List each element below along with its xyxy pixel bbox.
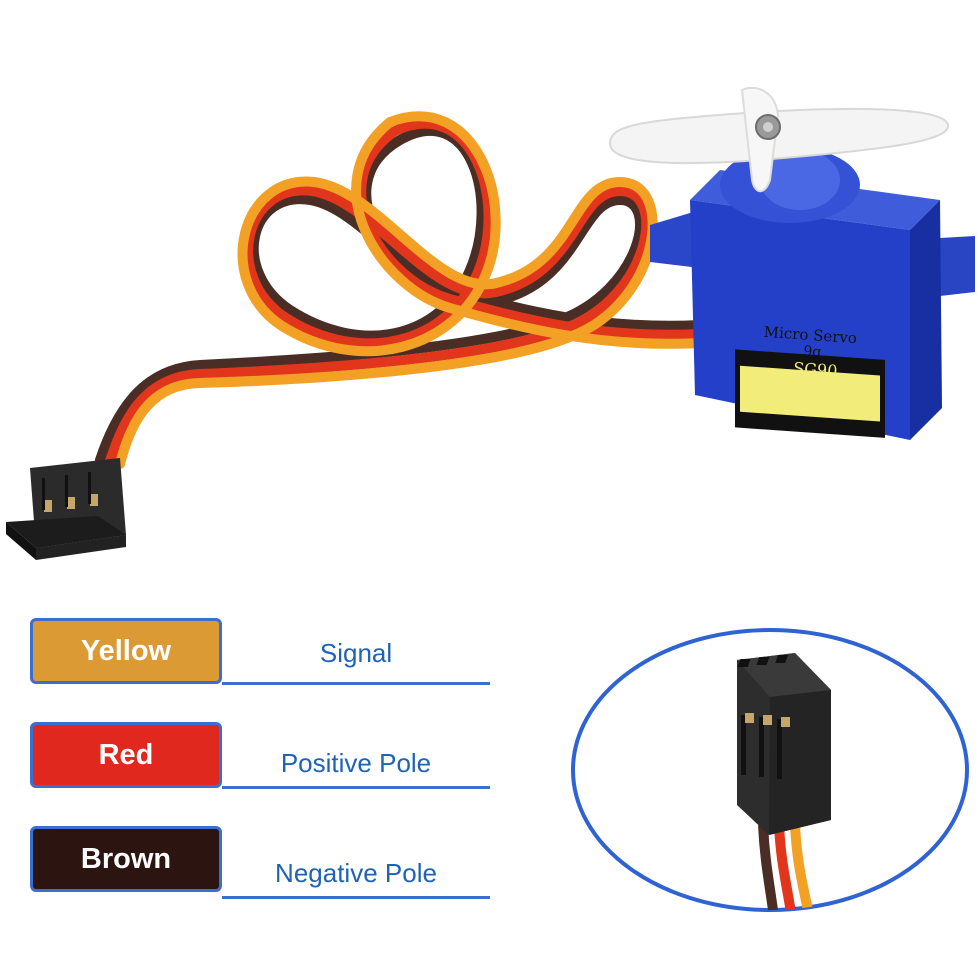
- function-label: Positive Pole: [280, 748, 432, 778]
- row-underline: [222, 786, 490, 789]
- row-underline: [222, 896, 490, 899]
- closeup-connector: [737, 653, 831, 910]
- swatch-yellow: Yellow: [30, 618, 222, 684]
- swatch-label: Yellow: [80, 634, 172, 667]
- dupont-connector: [6, 458, 126, 560]
- wire-legend-brown: Brown Negative Pole: [0, 826, 500, 906]
- servo-horn: [608, 86, 949, 193]
- servo-label-weight: 9g: [803, 343, 822, 360]
- swatch-label: Brown: [80, 842, 172, 875]
- servo-label-model: SG90: [793, 358, 838, 380]
- wire-legend-red: Red Positive Pole: [0, 722, 500, 802]
- swatch-brown: Brown: [30, 826, 222, 892]
- wire-legend-yellow: Yellow Signal: [0, 618, 500, 698]
- function-label: Signal: [319, 638, 393, 668]
- row-underline: [222, 682, 490, 685]
- swatch-red: Red: [30, 722, 222, 788]
- connector-closeup: [571, 628, 969, 912]
- servo-cable: [95, 111, 705, 469]
- function-label: Negative Pole: [275, 858, 437, 888]
- servo-body: Micro Servo 9g SG90: [650, 147, 975, 440]
- servo-illustration: Micro Servo 9g SG90: [6, 86, 975, 560]
- swatch-label: Red: [98, 738, 154, 771]
